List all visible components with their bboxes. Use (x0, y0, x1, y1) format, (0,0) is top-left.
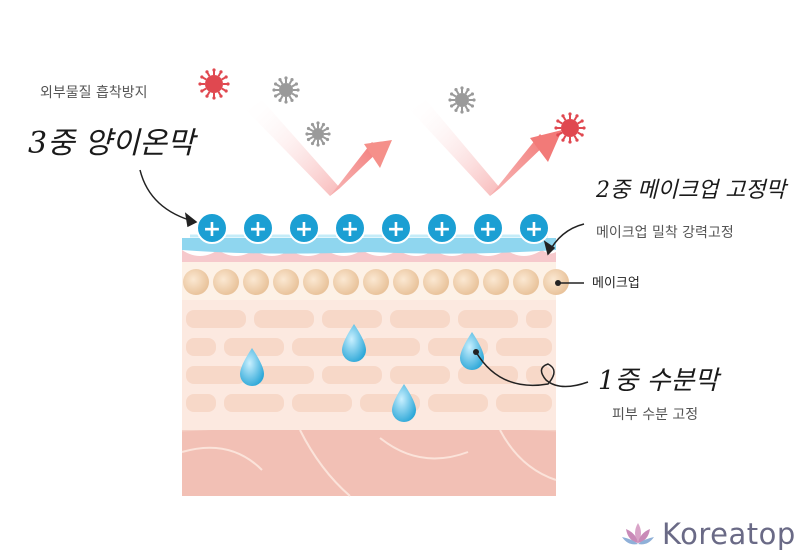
cation-icon: + (518, 212, 550, 244)
cation-icon: + (426, 212, 458, 244)
makeup-particle (513, 269, 539, 295)
skin-cell (186, 394, 216, 412)
skin-cell (224, 338, 284, 356)
skin-cell (458, 366, 518, 384)
makeup-particle (453, 269, 479, 295)
skin-cell (322, 366, 382, 384)
skin-cell (496, 338, 552, 356)
cation-row: + + + + + + + + (196, 212, 550, 244)
brand-name: Koreatop (662, 517, 796, 551)
skin-cell (428, 394, 488, 412)
skin-cell (186, 338, 216, 356)
cation-icon: + (334, 212, 366, 244)
makeup-particle (273, 269, 299, 295)
virus-icon (198, 68, 586, 147)
skin-cell (186, 310, 246, 328)
svg-text:+: + (433, 217, 451, 242)
skin-cell (254, 366, 314, 384)
pointer-lines (139, 169, 589, 388)
epidermis-layer (182, 300, 556, 430)
cation-icon: + (242, 212, 274, 244)
makeup-particle (333, 269, 359, 295)
makeup-particle (483, 269, 509, 295)
makeup-particle (213, 269, 239, 295)
moisture-film-title: 1중 수분막 (598, 366, 719, 396)
makeup-particle (303, 269, 329, 295)
virus-icon (305, 121, 331, 147)
svg-text:+: + (341, 217, 359, 242)
lotus-logo-icon (622, 523, 654, 545)
cation-icon: + (196, 212, 228, 244)
triple-cation-film-title: 3중 양이온막 (28, 126, 195, 161)
skin-cell (254, 310, 314, 328)
skin-cell (292, 394, 352, 412)
svg-text:+: + (479, 217, 497, 242)
makeup-particle (393, 269, 419, 295)
arrow-icon (246, 100, 562, 196)
makeup-fixing-film-title: 2중 메이크업 고정막 (596, 178, 786, 203)
svg-text:+: + (295, 217, 313, 242)
skin-cell (390, 366, 450, 384)
skin-cell (322, 310, 382, 328)
brand-logo: Koreatop (620, 514, 796, 554)
skin-cell (186, 366, 246, 384)
virus-icon (198, 68, 230, 100)
makeup-particle (243, 269, 269, 295)
skin-cell (224, 394, 284, 412)
makeup-layer-label: 메이크업 (592, 276, 640, 291)
dermis-layer (181, 423, 557, 497)
virus-icon (448, 86, 476, 114)
skin-cell (390, 310, 450, 328)
skin-cell (292, 338, 352, 356)
svg-text:+: + (249, 217, 267, 242)
skin-cell (458, 310, 518, 328)
makeup-fixing-film-subtitle: 메이크업 밀착 강력고정 (596, 225, 734, 241)
svg-text:+: + (387, 217, 405, 242)
makeup-particle (423, 269, 449, 295)
cation-icon: + (472, 212, 504, 244)
top-small-label: 외부물질 흡착방지 (40, 85, 148, 101)
fixing-film (182, 250, 556, 262)
virus-icon (554, 112, 586, 144)
skin-cell (360, 338, 420, 356)
makeup-particle (183, 269, 209, 295)
skin-cell (526, 310, 552, 328)
cation-icon: + (380, 212, 412, 244)
svg-text:+: + (203, 217, 221, 242)
skin-cell (496, 394, 552, 412)
cation-icon: + (288, 212, 320, 244)
makeup-layer (182, 262, 569, 300)
svg-text:+: + (525, 217, 543, 242)
virus-icon (272, 76, 300, 104)
water-drop-icon (240, 324, 484, 422)
makeup-particle (363, 269, 389, 295)
moisture-film-subtitle: 피부 수분 고정 (612, 407, 699, 423)
